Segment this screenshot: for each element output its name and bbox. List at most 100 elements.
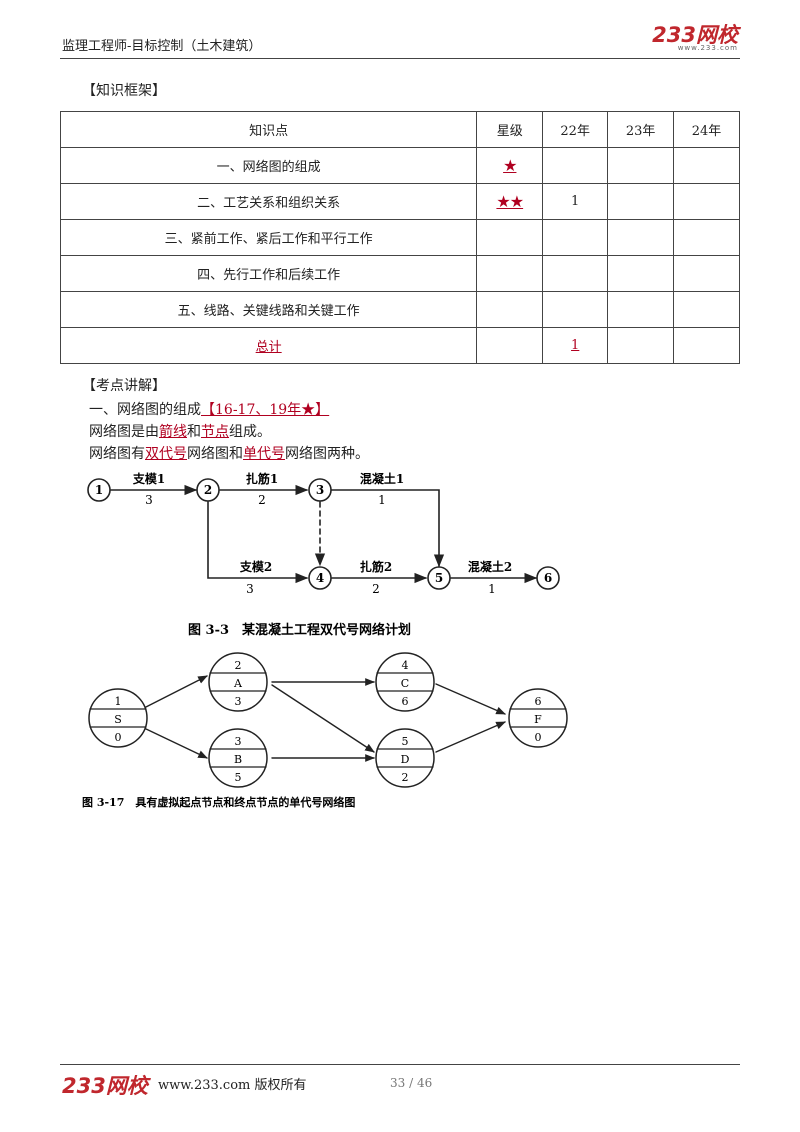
page-footer: 233网校 www.233.com 版权所有 33 / 46 [60, 1064, 740, 1098]
node-duration: 5 [235, 771, 242, 784]
keyword-node[interactable]: 节点 [201, 424, 229, 440]
cell-y23 [607, 255, 675, 292]
cell-y22 [542, 219, 609, 256]
col-header-topic: 知识点 [59, 111, 478, 148]
table-row: 一、网络图的组成 ★ [59, 147, 740, 184]
table-row: 三、紧前工作、紧后工作和平行工作 [59, 219, 740, 256]
cell-topic: 一、网络图的组成 [59, 147, 478, 184]
table-header-row: 知识点 星级 22年 23年 24年 [59, 111, 740, 148]
cell-total-label: 总计 [59, 327, 478, 364]
exam-year-tag[interactable]: 【16-17、19年★】 [201, 402, 330, 418]
col-header-y23: 23年 [607, 111, 675, 148]
cell-y24 [673, 147, 740, 184]
edge-A-D [271, 684, 375, 753]
edge-duration: 1 [378, 493, 386, 507]
cell-y24 [673, 183, 740, 220]
text-span: 网络图两种。 [285, 446, 369, 462]
header-divider [60, 58, 740, 59]
edge-S-B [143, 727, 208, 759]
total-y22-link[interactable]: 1 [571, 338, 580, 353]
cell-y24 [673, 327, 740, 364]
text-span: 网络图有 [89, 446, 145, 462]
cell-topic: 五、线路、关键线路和关键工作 [59, 291, 478, 328]
cell-y23 [607, 327, 675, 364]
node-C: 4 C 6 [375, 652, 435, 712]
brand-logo-url: www.233.com [677, 44, 738, 52]
node-F: 6 F 0 [508, 688, 568, 748]
edge-C-F [435, 683, 506, 715]
node-1: 1 [87, 478, 111, 502]
keyword-arrow-line[interactable]: 箭线 [159, 424, 187, 440]
cell-total-y22: 1 [542, 327, 609, 364]
cell-y23 [607, 147, 675, 184]
node-label: 3 [316, 483, 324, 497]
edge-D-F [435, 721, 506, 753]
text-span: 组成。 [229, 424, 271, 440]
edge-label: 混凝土2 [468, 559, 512, 574]
edge-duration: 2 [258, 493, 266, 507]
edge-duration: 2 [372, 582, 380, 596]
edge-S-A [143, 675, 208, 709]
node-name: A [233, 677, 243, 690]
node-duration: 0 [115, 731, 122, 744]
table-row: 五、线路、关键线路和关键工作 [59, 291, 740, 328]
page-header: 监理工程师-目标控制（土木建筑） 233网校 www.233.com [60, 22, 740, 60]
cell-y22 [542, 291, 609, 328]
table-row: 二、工艺关系和组织关系 ★★ 1 [59, 183, 740, 220]
node-id: 6 [535, 695, 542, 708]
node-duration: 3 [235, 695, 242, 708]
node-B: 3 B 5 [208, 728, 268, 788]
node-id: 5 [402, 735, 409, 748]
col-header-stars: 星级 [476, 111, 544, 148]
cell-topic: 四、先行工作和后续工作 [59, 255, 478, 292]
single-code-network-diagram: 1 S 0 2 A 3 3 B 5 4 C 6 5 D 2 [82, 652, 568, 809]
node-label: 4 [316, 571, 324, 585]
node-duration: 0 [535, 731, 542, 744]
cell-stars [476, 327, 544, 364]
table-total-row: 总计 1 [59, 327, 740, 364]
edge-duration: 3 [246, 582, 254, 596]
edge-duration: 3 [145, 493, 153, 507]
node-id: 4 [402, 659, 409, 672]
keyword-double-code[interactable]: 双代号 [145, 446, 187, 462]
cell-y22 [542, 147, 609, 184]
double-code-network-diagram: 1 2 3 4 5 6 支模1 3 扎筋1 2 混凝土1 1 支模2 3 扎筋2… [87, 471, 560, 638]
node-name: D [401, 753, 410, 766]
keyword-single-code[interactable]: 单代号 [243, 446, 285, 462]
page-number: 33 / 46 [390, 1076, 433, 1090]
node-S: 1 S 0 [88, 688, 148, 748]
edge-duration: 1 [488, 582, 496, 596]
footer-brand-logo: 233网校 [62, 1074, 148, 1098]
node-label: 1 [95, 483, 103, 497]
cell-stars [476, 255, 544, 292]
text-span: 网络图和 [187, 446, 243, 462]
node-D: 5 D 2 [375, 728, 435, 788]
node-duration: 2 [402, 771, 409, 784]
edge-label: 支模1 [132, 471, 165, 486]
cell-stars [476, 219, 544, 256]
node-3: 3 [308, 478, 332, 502]
types-line: 网络图有双代号网络图和单代号网络图两种。 [89, 443, 369, 463]
knowledge-table: 知识点 星级 22年 23年 24年 一、网络图的组成 ★ 二、工艺关系和组织关… [59, 111, 740, 364]
edge-2-4 [207, 501, 309, 584]
cell-y22: 1 [542, 183, 609, 220]
footer-copyright: www.233.com 版权所有 [158, 1078, 307, 1093]
cell-topic: 三、紧前工作、紧后工作和平行工作 [59, 219, 478, 256]
cell-y23 [607, 291, 675, 328]
section-knowledge-framework: 【知识框架】 [82, 83, 166, 99]
node-5: 5 [427, 566, 451, 590]
node-label: 2 [204, 483, 212, 497]
node-4: 4 [308, 566, 332, 590]
edge-label: 扎筋2 [360, 559, 392, 574]
node-name: C [401, 677, 409, 690]
cell-stars: ★★ [476, 183, 544, 220]
cell-y23 [607, 183, 675, 220]
brand-logo-text: 233网校 [652, 23, 738, 47]
figure-caption: 图 3-3 某混凝土工程双代号网络计划 [188, 622, 411, 638]
node-name: F [534, 713, 542, 726]
total-link[interactable]: 总计 [255, 340, 282, 355]
node-2: 2 [196, 478, 220, 502]
definition-line: 网络图是由箭线和节点组成。 [89, 421, 271, 441]
col-header-y24: 24年 [673, 111, 740, 148]
edge-label: 扎筋1 [246, 471, 278, 486]
